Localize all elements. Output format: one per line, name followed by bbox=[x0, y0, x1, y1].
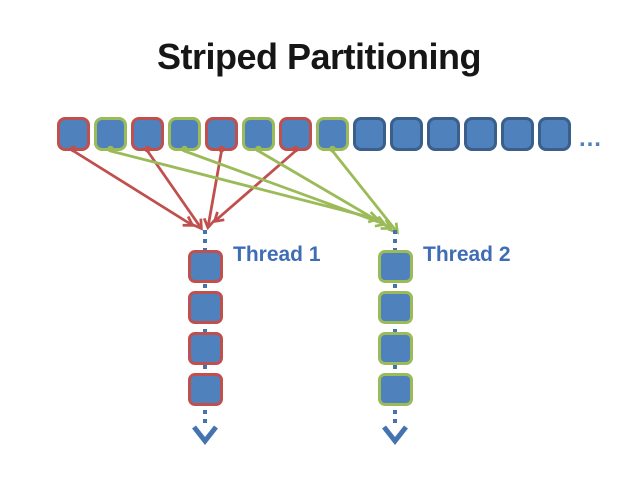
thread-1-label: Thread 1 bbox=[233, 243, 321, 266]
array-cell-plain bbox=[427, 117, 460, 151]
arrow-start-dot bbox=[329, 145, 336, 153]
array-cell-plain bbox=[464, 117, 497, 151]
arrow-start-dot bbox=[107, 145, 114, 153]
array-ellipsis: … bbox=[578, 125, 603, 152]
array-cell-green bbox=[168, 117, 201, 151]
arrow-start-dot bbox=[144, 145, 151, 153]
thread-2-cell bbox=[377, 373, 413, 406]
flow-arrowhead-icon bbox=[192, 425, 218, 446]
partition-arrow-green bbox=[184, 149, 388, 228]
partition-arrow-green bbox=[331, 150, 400, 235]
array-cell-plain bbox=[501, 117, 534, 151]
partition-arrow-red bbox=[72, 149, 195, 227]
partition-arrow-green bbox=[257, 149, 393, 230]
thread-1-cell bbox=[187, 332, 223, 365]
thread-2-cell bbox=[377, 291, 413, 324]
thread-1-cell bbox=[187, 291, 223, 324]
partition-arrow-red bbox=[212, 149, 297, 224]
thread-2-cell bbox=[377, 332, 413, 365]
slide-title: Striped Partitioning bbox=[156, 36, 482, 77]
array-cell-plain bbox=[538, 117, 571, 151]
array-cell-plain bbox=[390, 117, 423, 151]
thread-2-label: Thread 2 bbox=[423, 243, 511, 266]
arrow-start-dot bbox=[70, 145, 77, 153]
flow-arrowhead-icon bbox=[382, 425, 408, 446]
arrow-start-dot bbox=[181, 145, 188, 153]
arrow-start-dot bbox=[292, 145, 299, 153]
partition-arrow-green bbox=[110, 149, 381, 224]
array-cell-red bbox=[57, 117, 90, 151]
array-cell-plain bbox=[353, 117, 386, 151]
arrow-start-dot bbox=[255, 145, 262, 153]
arrow-start-dot bbox=[218, 145, 225, 153]
thread-2-cell bbox=[377, 250, 413, 283]
thread-1-cell bbox=[187, 373, 223, 406]
thread-1-cell bbox=[187, 250, 223, 283]
